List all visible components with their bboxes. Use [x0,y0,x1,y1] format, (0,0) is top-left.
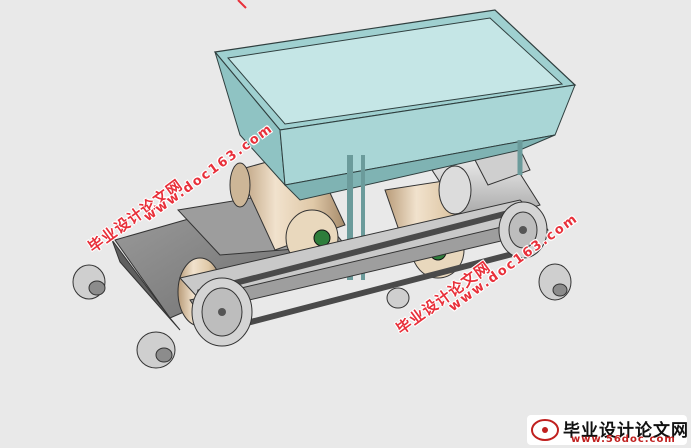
wheel-left-front [136,331,176,369]
wheel-left-rear [72,264,106,300]
logo-url: www.56doc.com [571,434,676,445]
logo-text: 毕业设计论文网 [563,421,689,441]
wheel-center [386,287,410,309]
drive-pulley-motor [498,201,548,259]
motor [431,144,541,229]
hopper [213,9,577,280]
logo-mark-icon [531,419,559,441]
site-logo: 毕业设计论文网 www.56doc.com [527,415,689,445]
corner-mark [237,0,247,9]
wheel-right-rear [538,263,572,301]
drive-pulley-front [191,277,253,347]
